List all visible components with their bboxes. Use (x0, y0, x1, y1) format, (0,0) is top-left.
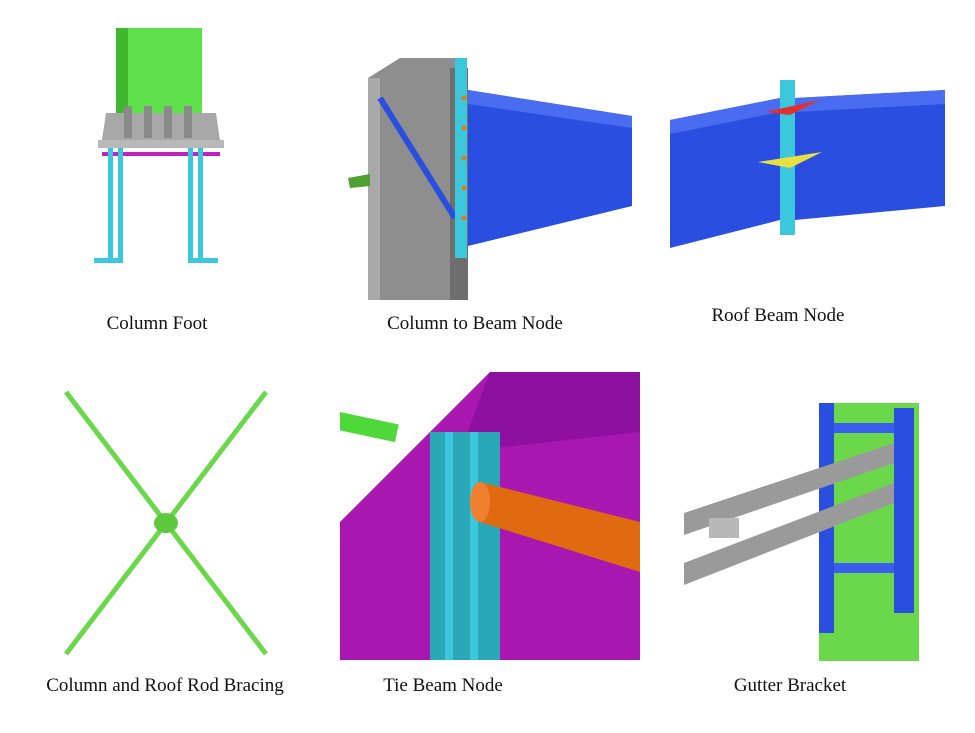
caption-rod-bracing: Column and Roof Rod Bracing (46, 675, 284, 696)
column-foot-illustration (94, 28, 224, 263)
rod-bracing-illustration (64, 390, 268, 656)
caption-gutter-bracket: Gutter Bracket (733, 675, 847, 696)
roof-beam-node-illustration (670, 80, 945, 248)
gutter-bracket-illustration (684, 403, 919, 661)
tie-beam-node-illustration (340, 372, 640, 660)
caption-roof-beam-node: Roof Beam Node (711, 305, 845, 326)
column-to-beam-node-illustration (348, 58, 632, 300)
caption-column-foot: Column Foot (106, 313, 208, 334)
caption-column-to-beam-node: Column to Beam Node (387, 313, 563, 334)
caption-tie-beam-node: Tie Beam Node (383, 675, 503, 696)
